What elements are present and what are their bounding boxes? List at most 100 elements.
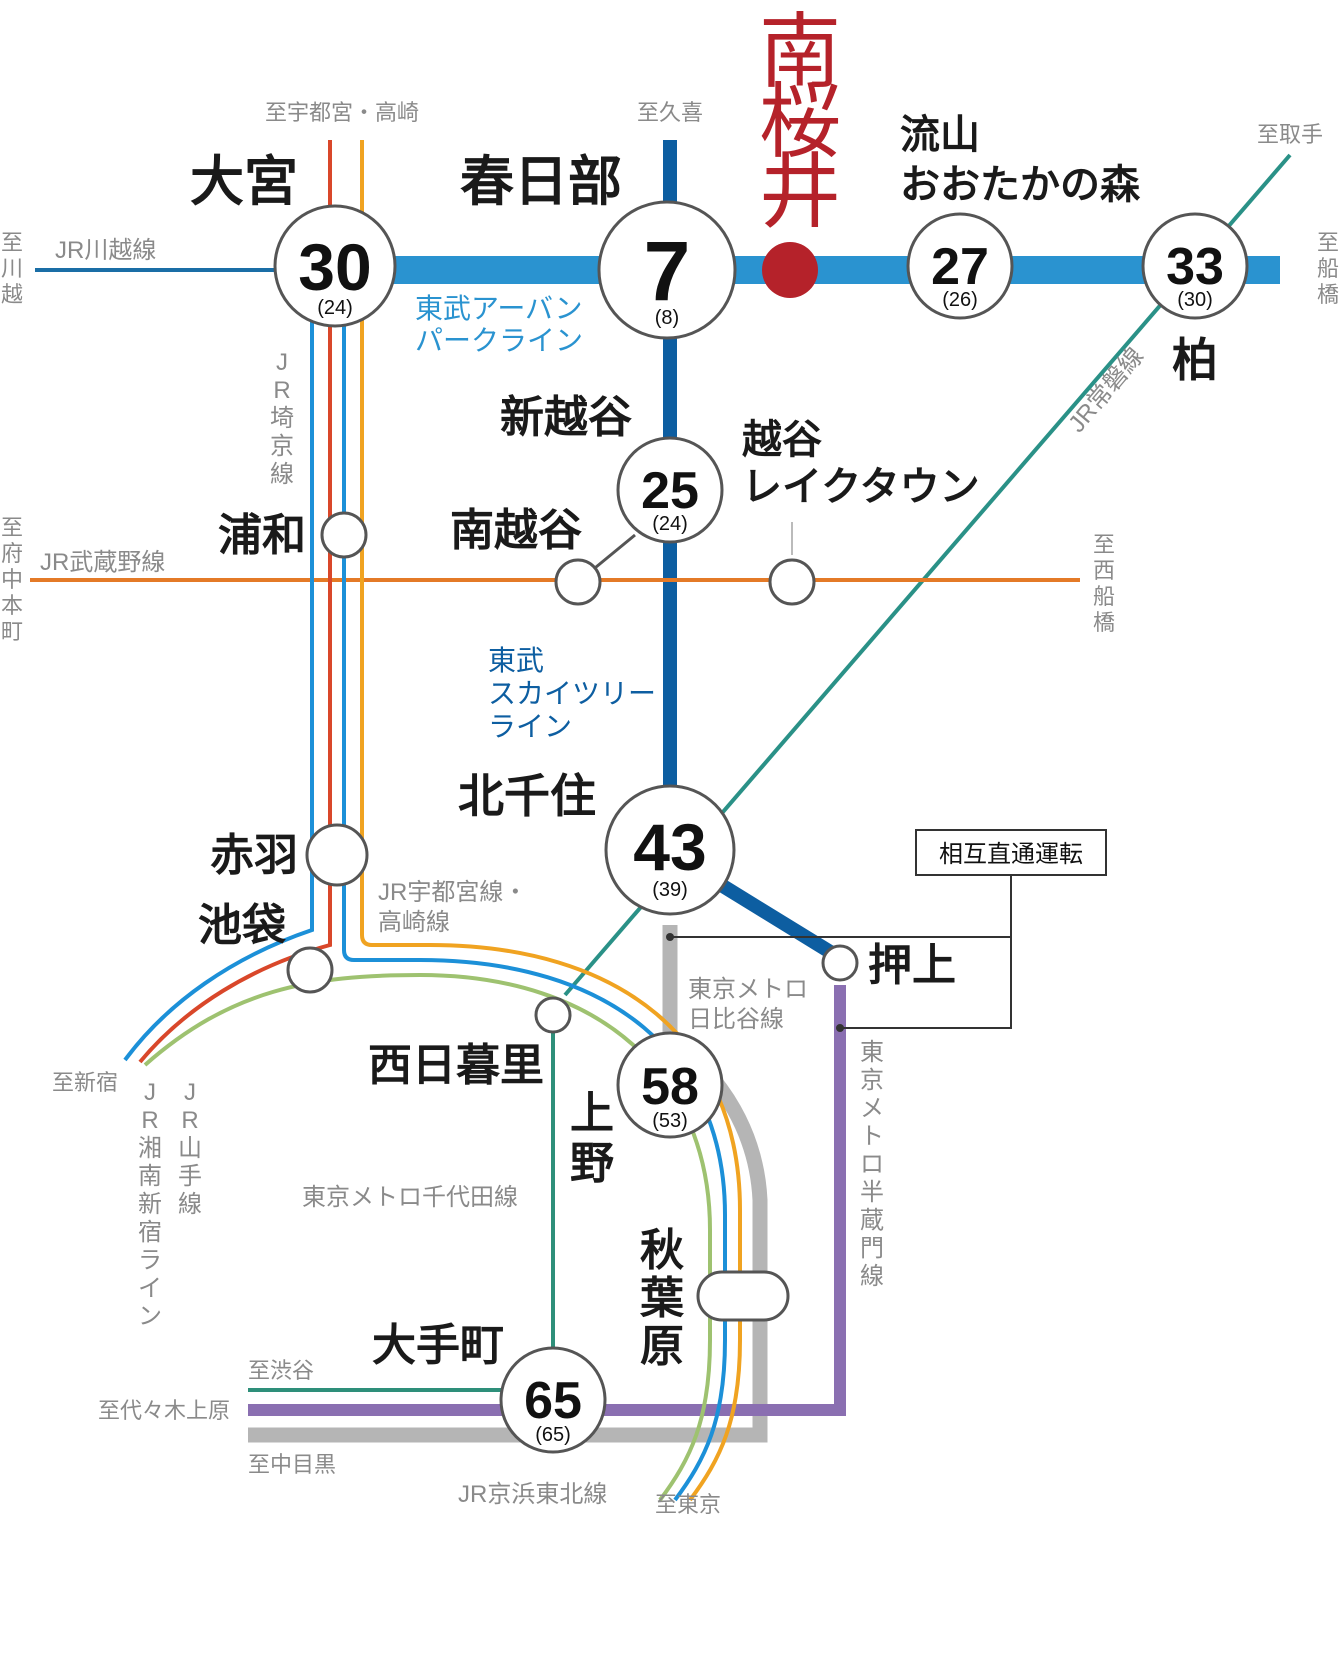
metro-hanzomon-label-char: 半 xyxy=(860,1179,884,1206)
dir-fuchu-char: 至 xyxy=(1,515,23,540)
jr-saikyo-label-char: R xyxy=(273,377,290,404)
kitasenju-name: 北千住 xyxy=(458,769,596,823)
station-kashiwa-marker[interactable]: 33 (30) xyxy=(1141,212,1249,320)
station-ueno-marker[interactable]: 58 (53) xyxy=(616,1031,724,1139)
station-oshiage-marker[interactable] xyxy=(821,944,859,982)
minamikoshigaya-name: 南越谷 xyxy=(450,505,582,556)
kashiwa-minutes: 33 xyxy=(1166,238,1224,296)
station-urawa-marker[interactable] xyxy=(320,511,368,559)
dir-funabashi-char: 至 xyxy=(1317,230,1339,255)
jr-shonan-label-char: 湘 xyxy=(138,1135,162,1162)
jr-saikyo-label-char: 線 xyxy=(270,461,294,488)
line-jr-yamanote xyxy=(143,972,712,1502)
dir-fuchu-char: 府 xyxy=(1,541,23,566)
dir-fuchu-char: 本 xyxy=(1,593,23,618)
tobu-urban-park-label-2: パークライン xyxy=(415,325,583,356)
featured-station-name-1: 南 xyxy=(759,5,841,100)
station-minamikoshigaya-marker[interactable] xyxy=(554,558,602,606)
jr-utsunomiya-label-1: JR宇都宮線・ xyxy=(378,879,527,906)
station-akabane-marker[interactable] xyxy=(305,823,369,887)
jr-musashino-label: JR武蔵野線 xyxy=(40,549,165,576)
dir-kawagoe-char: 越 xyxy=(1,282,23,307)
omiya-minutes: 30 xyxy=(298,230,371,304)
station-kitasenju-marker[interactable]: 43 (39) xyxy=(604,784,736,916)
jr-saikyo-label-char: J xyxy=(276,349,288,376)
station-otemachi-marker[interactable]: 65 (65) xyxy=(499,1346,607,1454)
dir-nishifunabashi-char: 西 xyxy=(1093,558,1115,583)
jr-yamanote-label-char: 線 xyxy=(178,1191,202,1218)
dir-funabashi: 至船橋 xyxy=(1317,230,1339,307)
jr-saikyo-label-char: 埼 xyxy=(270,405,294,432)
dir-kuki: 至久喜 xyxy=(637,100,703,125)
jr-shonan-label-char: ラ xyxy=(138,1247,162,1274)
station-omiya-marker[interactable]: 30 (24) xyxy=(273,204,397,328)
nagareyama-transfer: (26) xyxy=(942,289,978,311)
dir-nakameguro: 至中目黒 xyxy=(248,1452,336,1477)
ueno-minutes: 58 xyxy=(641,1058,699,1116)
kitasenju-transfer: (39) xyxy=(652,879,688,901)
metro-hibiya-label-1: 東京メトロ xyxy=(688,976,808,1003)
shinkoshigaya-minutes: 25 xyxy=(641,462,699,520)
akihabara-name-1: 秋 xyxy=(640,1225,684,1276)
kashiwa-name: 柏 xyxy=(1172,333,1218,387)
ueno-transfer: (53) xyxy=(652,1110,688,1132)
ikebukuro-name: 池袋 xyxy=(198,900,286,951)
dir-yoyogi: 至代々木上原 xyxy=(98,1398,230,1423)
jr-yamanote-label-char: 手 xyxy=(178,1163,202,1190)
jr-kawagoe-label: JR川越線 xyxy=(55,237,156,264)
station-kasukabe-marker[interactable]: 7 (8) xyxy=(597,200,737,340)
dir-kawagoe: 至川越 xyxy=(1,230,23,307)
jr-shonan-label-char: 宿 xyxy=(138,1219,162,1246)
nagareyama-name-2: おおたかの森 xyxy=(900,161,1141,208)
tobu-skytree-label-3: ライン xyxy=(488,711,572,742)
dir-toride: 至取手 xyxy=(1257,122,1323,147)
metro-hanzomon-label-char: 京 xyxy=(860,1067,884,1094)
akihabara-name-3: 原 xyxy=(640,1321,684,1372)
nagareyama-name-1: 流山 xyxy=(900,111,980,158)
station-nishinippori-marker[interactable] xyxy=(534,996,572,1034)
nishinippori-name: 西日暮里 xyxy=(368,1040,544,1091)
nagareyama-minutes: 27 xyxy=(931,238,989,296)
dir-kawagoe-char: 川 xyxy=(1,256,23,281)
otemachi-transfer: (65) xyxy=(535,1424,571,1446)
line-metro-hanzomon xyxy=(248,985,846,1416)
laketown-name-1: 越谷 xyxy=(742,416,822,463)
station-ikebukuro-marker[interactable] xyxy=(286,946,334,994)
shinkoshigaya-transfer: (24) xyxy=(652,513,688,535)
featured-station-name-3: 井 xyxy=(759,145,841,240)
station-laketown-marker[interactable] xyxy=(768,558,816,606)
jr-shonan-label-char: ン xyxy=(138,1303,162,1330)
station-akihabara-marker[interactable] xyxy=(696,1270,790,1322)
connector-shinkoshigaya xyxy=(589,533,636,574)
kasukabe-minutes: 7 xyxy=(644,224,691,318)
metro-hanzomon-label-char: 門 xyxy=(860,1235,884,1262)
station-minamisakurai-marker[interactable] xyxy=(762,242,818,298)
ueno-name-2: 野 xyxy=(570,1138,614,1189)
featured-station-name-2: 桜 xyxy=(759,75,841,170)
dir-nishifunabashi-char: 至 xyxy=(1093,532,1115,557)
jr-utsunomiya-label-2: 高崎線 xyxy=(378,909,450,936)
jr-keihin-label: JR京浜東北線 xyxy=(458,1481,607,1508)
station-nagareyama-marker[interactable]: 27 (26) xyxy=(906,212,1014,320)
dir-fuchu-char: 町 xyxy=(1,619,23,644)
oshiage-name: 押上 xyxy=(868,940,956,991)
urawa-name: 浦和 xyxy=(218,510,306,561)
jr-shonan-label-char: 新 xyxy=(138,1191,162,1218)
line-jr-saikyo xyxy=(123,312,314,1062)
jr-yamanote-label-char: R xyxy=(181,1107,198,1134)
akabane-name: 赤羽 xyxy=(210,830,298,881)
jr-yamanote-label-char: 山 xyxy=(178,1135,202,1162)
kasukabe-name: 春日部 xyxy=(460,149,622,213)
dir-nishifunabashi-char: 橋 xyxy=(1093,610,1115,635)
dir-nishifunabashi-char: 船 xyxy=(1093,584,1115,609)
station-shinkoshigaya-marker[interactable]: 25 (24) xyxy=(616,436,724,544)
metro-hanzomon-label-char: ト xyxy=(860,1123,884,1150)
